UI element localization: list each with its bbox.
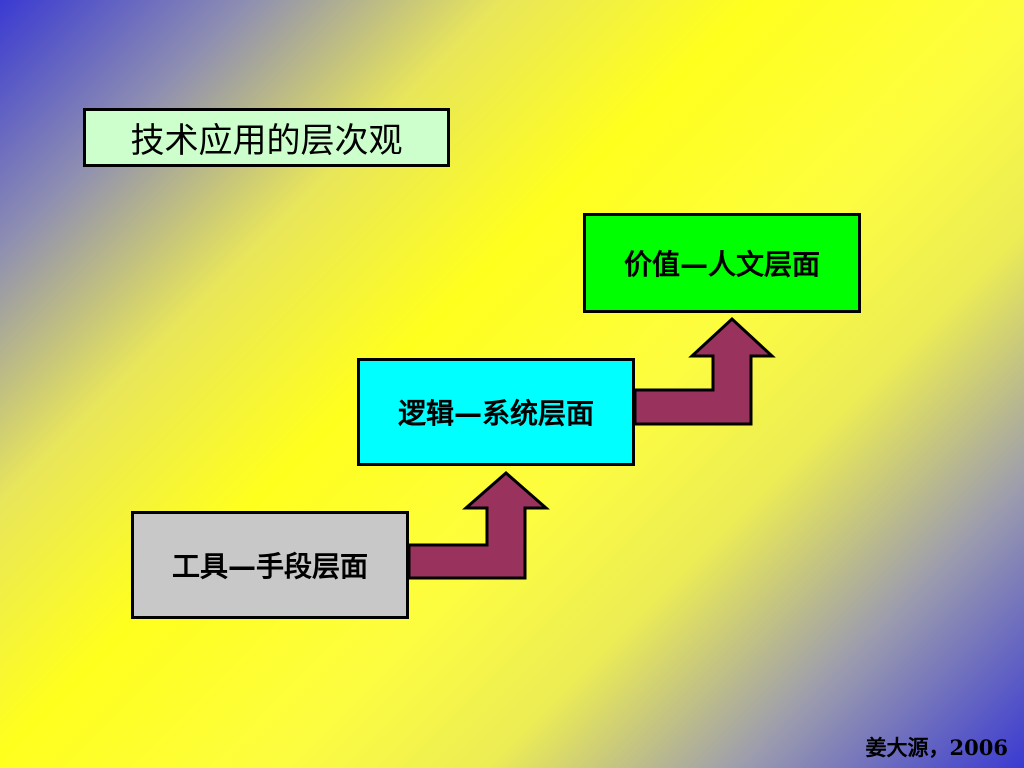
arrow-logic-to-value bbox=[633, 316, 776, 426]
level-value-humanity-box: 价值—人文层面 bbox=[583, 213, 861, 313]
level-tool-means-box: 工具—手段层面 bbox=[131, 511, 409, 619]
slide-title: 技术应用的层次观 bbox=[83, 108, 450, 167]
level-logic-system-box: 逻辑—系统层面 bbox=[357, 358, 635, 466]
author-citation: 姜大源，2006 bbox=[865, 735, 1008, 760]
arrow-tool-to-logic bbox=[407, 471, 550, 580]
